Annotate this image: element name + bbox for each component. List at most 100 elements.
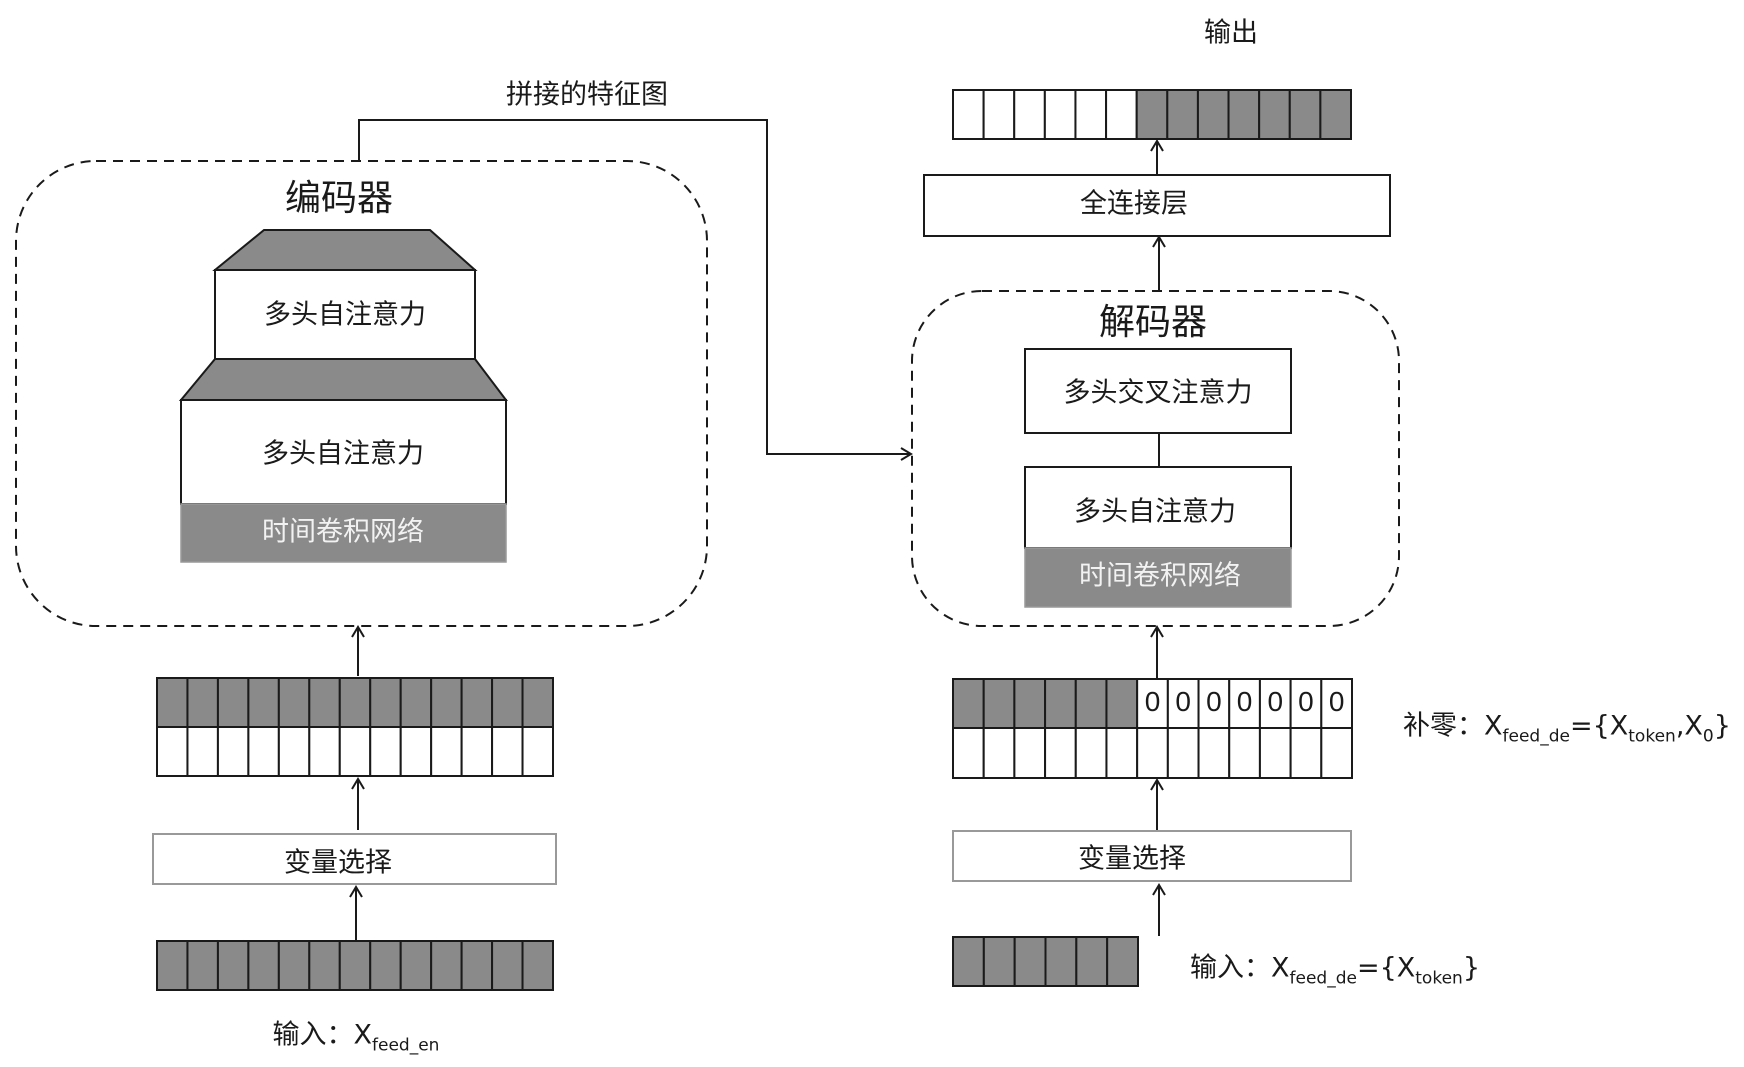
decoder-feature-cell-bottom — [1289, 727, 1323, 779]
encoder-input-grid — [156, 940, 554, 991]
decoder-feature-cell-bottom — [982, 727, 1016, 779]
output-grid — [952, 89, 1353, 140]
encoder-input-cell — [186, 940, 219, 991]
encoder-feature-cell-bottom — [277, 726, 311, 777]
padding-close: } — [1713, 710, 1731, 742]
zero-padding-value: 0 — [1175, 686, 1191, 717]
decoder-feature-cell-top — [1289, 678, 1323, 729]
decoder-variable-selection-box — [952, 830, 1352, 882]
encoder-input-cell — [399, 940, 433, 991]
fully-connected-box — [923, 174, 1391, 237]
output-cell — [1074, 89, 1108, 140]
output-cell — [1227, 89, 1261, 140]
encoder-lower-attention-label: 多头自注意力 — [262, 438, 424, 470]
decoder-feature-cell-top — [1105, 678, 1139, 729]
output-cell — [982, 89, 1016, 140]
encoder-input-cell — [521, 940, 554, 991]
output-cell — [1105, 89, 1138, 140]
encoder-input-cell — [460, 940, 494, 991]
decoder-feature-cell-top — [1320, 678, 1354, 729]
padding-sub-token: token — [1628, 726, 1676, 747]
encoder-feature-cell-bottom — [338, 726, 372, 777]
encoder-input-prefix: 输入： — [272, 1019, 354, 1051]
encoder-feature-cell-top — [369, 677, 402, 728]
decoder-input-cell — [1106, 936, 1139, 987]
decoder-input-label: 输入：Xfeed_de={Xtoken} — [1190, 946, 1480, 989]
decoder-feature-cell-bottom — [1258, 727, 1292, 779]
encoder-input-cell — [308, 940, 341, 991]
decoder-feature-cell-top — [952, 678, 985, 729]
encoder-input-cell — [338, 940, 372, 991]
decoder-feature-cell-bottom — [1166, 727, 1200, 779]
decoder-tcn-label: 时间卷积网络 — [1079, 560, 1241, 592]
padding-sub: feed_de — [1502, 726, 1570, 747]
decoder-feature-cell-bottom — [1136, 727, 1169, 779]
decoder-feature-cell-top — [1074, 678, 1108, 729]
output-label: 输出 — [1204, 17, 1258, 49]
decoder-input-cell — [982, 936, 1016, 987]
encoder-feature-grid — [156, 677, 554, 777]
decoder-input-prefix: 输入： — [1190, 952, 1271, 984]
decoder-feature-cell-bottom — [1044, 727, 1077, 779]
output-cell — [1135, 89, 1169, 140]
decoder-feature-cell-bottom — [1228, 727, 1261, 779]
encoder-feature-cell-bottom — [216, 726, 250, 777]
encoder-feature-cell-top — [216, 677, 250, 728]
encoder-input-cell — [216, 940, 250, 991]
encoder-feature-cell-top — [521, 677, 554, 728]
encoder-feature-cell-top — [277, 677, 311, 728]
decoder-feature-grid — [952, 678, 1354, 779]
encoder-input-cell — [430, 940, 463, 991]
encoder-feature-cell-top — [186, 677, 219, 728]
decoder-input-var: X — [1271, 952, 1290, 984]
encoder-feature-cell-top — [247, 677, 280, 728]
encoder-title: 编码器 — [284, 178, 394, 219]
encoder-input-cell — [491, 940, 524, 991]
output-cell — [1166, 89, 1199, 140]
decoder-feature-cell-top — [1136, 678, 1169, 729]
encoder-feature-cell-top — [430, 677, 463, 728]
encoder-feature-cell-top — [399, 677, 433, 728]
decoder-input-sub-token: token — [1415, 968, 1463, 989]
encoder-upper-attention-label: 多头自注意力 — [264, 299, 426, 331]
encoder-feature-cell-top — [460, 677, 494, 728]
decoder-cross-attention-label: 多头交叉注意力 — [1063, 377, 1253, 409]
encoder-feature-cell-top — [491, 677, 524, 728]
decoder-input-cell — [1075, 936, 1109, 987]
encoder-input-label: 输入：Xfeed_en — [273, 1013, 440, 1056]
encoder-input-var: X — [353, 1019, 373, 1051]
encoder-feature-cell-top — [338, 677, 372, 728]
concat-feature-map-label: 拼接的特征图 — [506, 79, 668, 111]
encoder-variable-selection-box — [152, 833, 557, 885]
decoder-input-eq: ={X — [1356, 952, 1416, 984]
padding-sub-zero: 0 — [1702, 726, 1714, 747]
encoder-input-sub: feed_en — [372, 1035, 440, 1056]
encoder-input-cell — [156, 940, 189, 991]
zero-padding-value: 0 — [1298, 686, 1314, 717]
decoder-input-cell — [952, 936, 985, 987]
fully-connected-label: 全连接层 — [1080, 188, 1188, 220]
encoder-feature-cell-bottom — [521, 726, 554, 777]
encoder-feature-cell-top — [156, 677, 189, 728]
encoder-input-cell — [277, 940, 311, 991]
decoder-feature-cell-top — [1197, 678, 1231, 729]
decoder-feature-cell-top — [1044, 678, 1077, 729]
decoder-feature-cell-bottom — [1320, 727, 1354, 779]
decoder-feature-cell-bottom — [1074, 727, 1108, 779]
output-cell — [1013, 89, 1046, 140]
output-cell — [1196, 89, 1230, 140]
zero-padding-value: 0 — [1328, 686, 1345, 717]
encoder-feature-cell-bottom — [491, 726, 524, 777]
decoder-feature-cell-bottom — [952, 727, 985, 779]
output-cell — [1319, 89, 1353, 140]
zero-padding-value: 0 — [1144, 686, 1161, 717]
decoder-variable-selection-label: 变量选择 — [1078, 843, 1186, 875]
encoder-feature-cell-bottom — [399, 726, 433, 777]
decoder-input-grid — [952, 936, 1139, 987]
decoder-input-sub: feed_de — [1289, 968, 1357, 989]
encoder-lower-trapezoid — [178, 358, 509, 401]
output-cell — [1258, 89, 1291, 140]
encoder-variable-selection-label: 变量选择 — [284, 847, 392, 879]
decoder-input-close: } — [1462, 952, 1480, 984]
zero-padding-value: 0 — [1206, 686, 1222, 717]
